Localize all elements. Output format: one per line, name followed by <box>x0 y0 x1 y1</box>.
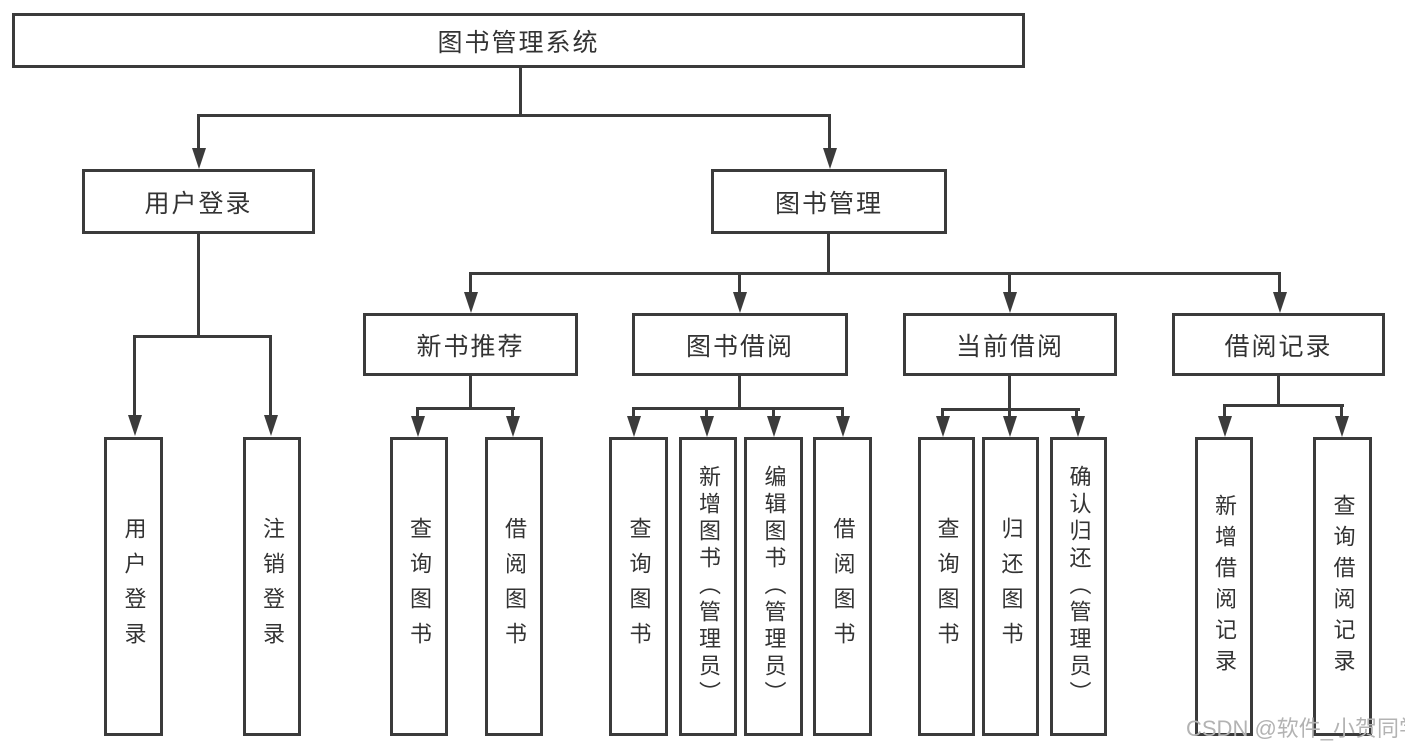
leaf-query-borrow-record-label: 查询借阅记录 <box>1330 493 1356 680</box>
connector-book-management-stub <box>827 234 830 273</box>
node-book-borrow: 图书借阅 <box>632 313 848 376</box>
node-borrow-record: 借阅记录 <box>1172 313 1385 376</box>
connector-book-borrow-hline <box>632 407 844 410</box>
node-user-login: 用户登录 <box>82 169 315 234</box>
leaf-query-book: 查询图书 <box>918 437 975 736</box>
connector-drop-leaf <box>772 407 775 417</box>
arrow-down-icon <box>936 416 950 437</box>
connector-book-borrow-stub <box>738 376 741 408</box>
connector-drop-leaf <box>841 407 844 417</box>
leaf-logout-login: 注销登录 <box>243 437 301 736</box>
connector-drop-leaf <box>941 408 944 417</box>
connector-drop-leaf <box>1008 408 1011 417</box>
connector-drop-leaf <box>1075 408 1078 417</box>
leaf-query-book-label: 查询图书 <box>407 516 432 657</box>
arrow-down-icon <box>1003 292 1017 313</box>
connector-drop-leaf <box>1340 404 1343 417</box>
leaf-add-book-admin: 新增图书（管理员） <box>679 437 737 736</box>
arrow-down-icon <box>128 415 142 436</box>
connector-current-borrow-stub <box>1008 376 1011 410</box>
connector-root-stub <box>519 68 522 115</box>
connector-drop-leaf <box>416 407 419 417</box>
connector-drop-leaf <box>133 335 136 416</box>
node-library-system: 图书管理系统 <box>12 13 1025 68</box>
leaf-add-book-admin-label: 新增图书（管理员） <box>696 465 721 708</box>
leaf-logout-login-label: 注销登录 <box>260 516 285 657</box>
connector-level1-hline <box>197 114 831 117</box>
leaf-user-login: 用户登录 <box>104 437 163 736</box>
node-new-book-recommend-label: 新书推荐 <box>416 332 525 361</box>
connector-borrow-record-stub <box>1277 376 1280 405</box>
arrow-down-icon <box>823 148 837 169</box>
connector-drop-user-login <box>197 114 200 150</box>
node-user-login-label: 用户登录 <box>144 189 253 218</box>
leaf-borrow-book-label: 借阅图书 <box>502 516 527 657</box>
connector-borrow-record-hline <box>1223 404 1344 407</box>
connector-new-book-hline <box>416 407 515 410</box>
connector-drop-leaf <box>269 335 272 416</box>
leaf-user-login-label: 用户登录 <box>121 516 147 657</box>
leaf-query-book-label: 查询图书 <box>626 516 652 657</box>
leaf-borrow-book: 借阅图书 <box>813 437 872 736</box>
arrow-down-icon <box>1218 416 1232 437</box>
leaf-add-borrow-record: 新增借阅记录 <box>1195 437 1253 736</box>
arrow-down-icon <box>1335 416 1349 437</box>
node-book-management-label: 图书管理 <box>774 189 883 218</box>
arrow-down-icon <box>627 416 641 437</box>
connector-drop-leaf <box>705 407 708 417</box>
leaf-borrow-book: 借阅图书 <box>485 437 543 736</box>
arrow-down-icon <box>1273 292 1287 313</box>
leaf-query-book: 查询图书 <box>390 437 448 736</box>
arrow-down-icon <box>411 416 425 437</box>
arrow-down-icon <box>836 416 850 437</box>
connector-drop-leaf <box>632 407 635 417</box>
connector-drop-book-borrow <box>738 272 741 294</box>
connector-new-book-stub <box>469 376 472 408</box>
leaf-return-book-label: 归还图书 <box>998 516 1024 657</box>
leaf-query-book: 查询图书 <box>609 437 668 736</box>
leaf-query-book-label: 查询图书 <box>934 516 960 657</box>
arrow-down-icon <box>192 148 206 169</box>
arrow-down-icon <box>733 292 747 313</box>
arrow-down-icon <box>1071 416 1085 437</box>
node-library-system-label: 图书管理系统 <box>437 28 600 57</box>
leaf-add-borrow-record-label: 新增借阅记录 <box>1212 493 1237 680</box>
csdn-watermark: CSDN @软件_小贺同学 <box>1186 716 1405 741</box>
leaf-edit-book-admin-label: 编辑图书（管理员） <box>761 465 787 708</box>
node-current-borrow: 当前借阅 <box>903 313 1117 376</box>
connector-drop-book-management <box>828 114 831 150</box>
leaf-borrow-book-label: 借阅图书 <box>830 516 856 657</box>
leaf-query-borrow-record: 查询借阅记录 <box>1313 437 1372 736</box>
connector-level2-hline <box>469 272 1281 275</box>
node-new-book-recommend: 新书推荐 <box>363 313 578 376</box>
connector-drop-current-borrow <box>1008 272 1011 294</box>
connector-user-login-hline <box>133 335 272 338</box>
connector-drop-borrow-record <box>1278 272 1281 294</box>
arrow-down-icon <box>264 415 278 436</box>
arrow-down-icon <box>700 416 714 437</box>
connector-user-login-stub <box>197 234 200 336</box>
node-borrow-record-label: 借阅记录 <box>1224 332 1333 361</box>
node-book-borrow-label: 图书借阅 <box>685 332 794 361</box>
leaf-edit-book-admin: 编辑图书（管理员） <box>744 437 803 736</box>
node-current-borrow-label: 当前借阅 <box>955 332 1064 361</box>
leaf-return-book: 归还图书 <box>982 437 1039 736</box>
arrow-down-icon <box>464 292 478 313</box>
connector-drop-leaf <box>511 407 514 417</box>
connector-drop-new-book <box>469 272 472 294</box>
node-book-management: 图书管理 <box>711 169 947 234</box>
arrow-down-icon <box>506 416 520 437</box>
leaf-confirm-return-admin-label: 确认归还（管理员） <box>1066 465 1092 708</box>
arrow-down-icon <box>1003 416 1017 437</box>
leaf-confirm-return-admin: 确认归还（管理员） <box>1050 437 1107 736</box>
connector-drop-leaf <box>1223 404 1226 417</box>
arrow-down-icon <box>767 416 781 437</box>
